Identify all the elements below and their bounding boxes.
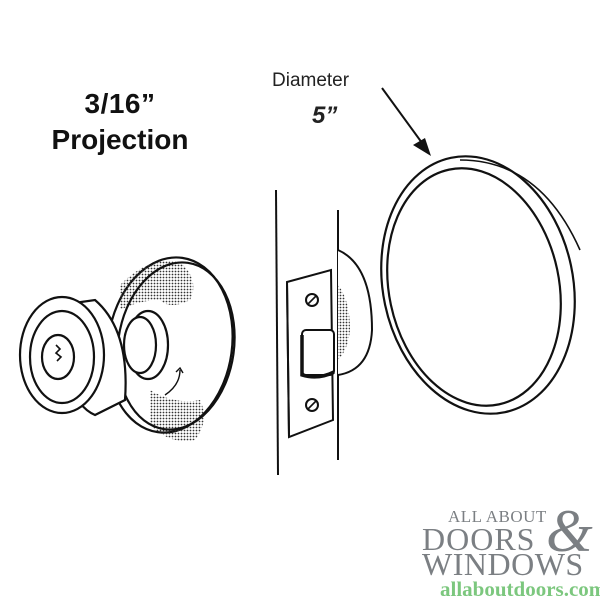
latch-plate-icon [275, 189, 374, 476]
logo-line-doors: DOORS [422, 521, 536, 557]
logo-url: allaboutdoors.com [440, 577, 600, 601]
logo-line-windows: WINDOWS [422, 546, 584, 582]
diameter-value: 5” [312, 102, 338, 129]
projection-value: 3/16” [84, 88, 156, 119]
diameter-arrow-icon [381, 87, 431, 156]
cover-ring-icon [380, 155, 581, 415]
logo-line-all-about: ALL ABOUT [448, 507, 547, 526]
projection-label: Projection [51, 124, 189, 155]
diameter-label: Diameter [272, 70, 350, 91]
logo-ampersand: & [546, 498, 593, 564]
door-knob-icon [18, 256, 236, 441]
